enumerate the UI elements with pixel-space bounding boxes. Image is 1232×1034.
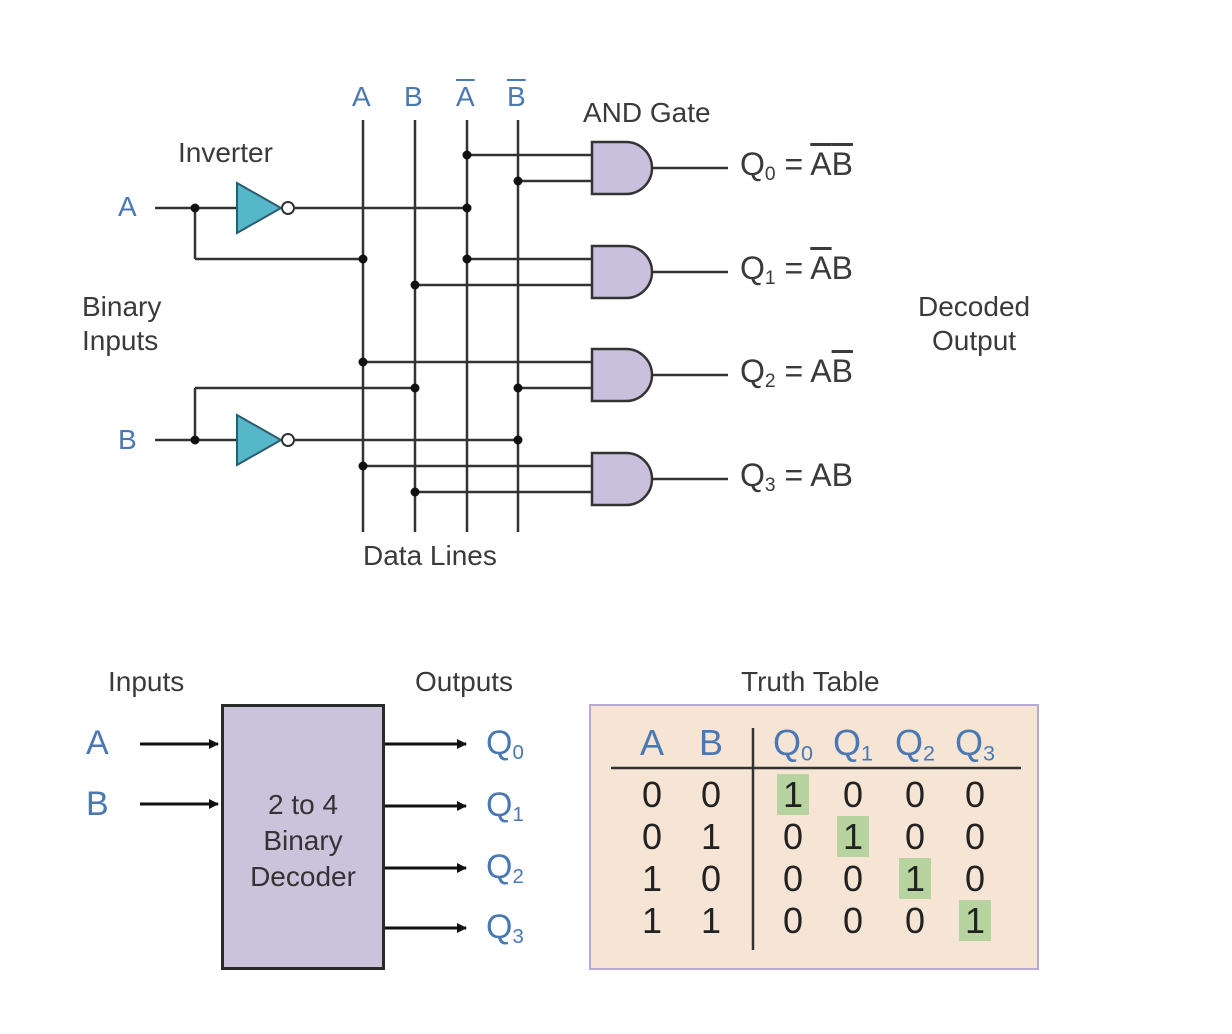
table-cell: 1	[641, 900, 663, 941]
table-cell: 0	[904, 816, 926, 857]
block-output-q0: Q0	[486, 724, 524, 765]
table-cell: 0	[700, 858, 722, 899]
table-cell: 0	[782, 858, 804, 899]
decoder-line-1: 2 to 4	[267, 789, 339, 820]
table-cell: 0	[904, 774, 926, 815]
table-cell: 0	[782, 900, 804, 941]
equation-q0: Q0 = AB	[740, 146, 853, 185]
and-gate-q0-icon	[590, 140, 654, 196]
header-b: B	[698, 722, 723, 763]
equation-q1: Q1 = AB	[740, 250, 853, 289]
decoder-line-3: Decoder	[250, 861, 356, 892]
inverter-a-icon	[236, 181, 284, 235]
block-inputs-label: Inputs	[108, 666, 185, 697]
circuit-input-b-label: B	[118, 424, 137, 455]
table-cell: 0	[842, 774, 864, 815]
header-q1: Q1	[832, 722, 874, 766]
and-gate-label: AND Gate	[583, 97, 711, 128]
table-cell: 0	[641, 774, 663, 815]
and-gate-q2-icon	[590, 347, 654, 403]
data-line-label-a-bar: A	[456, 81, 475, 112]
header-q3: Q3	[954, 722, 996, 766]
data-line-label-a: A	[352, 81, 371, 112]
table-cell-highlighted: 1	[833, 816, 873, 858]
and-gate-q3-icon	[590, 451, 654, 507]
header-q0: Q0	[772, 722, 814, 766]
binary-inputs-label: Binary Inputs	[82, 291, 162, 356]
data-lines-label: Data Lines	[363, 540, 497, 571]
truth-table: A B Q0 Q1 Q2 Q3 0 0 1 0 0 0 0 1 0 1 0 0 …	[589, 704, 1039, 970]
and-gate-q1-icon	[590, 244, 654, 300]
data-line-label-b-bar: B	[507, 81, 526, 112]
data-line-label-b: B	[404, 81, 423, 112]
equation-q2: Q2 = AB	[740, 353, 853, 392]
block-outputs-label: Outputs	[415, 666, 514, 697]
decoded-output-label: Decoded Output	[918, 291, 1031, 356]
block-output-q3: Q3	[486, 908, 524, 949]
table-cell: 0	[842, 858, 864, 899]
binary-decoder-block: 2 to 4 Binary Decoder	[221, 704, 385, 970]
table-cell-highlighted: 1	[955, 900, 995, 942]
header-q2: Q2	[894, 722, 936, 766]
block-input-b-label: B	[86, 785, 109, 823]
block-output-q2: Q2	[486, 848, 524, 889]
block-output-q1: Q1	[486, 786, 524, 827]
equation-q3: Q3 = AB	[740, 457, 853, 496]
table-cell: 1	[700, 816, 722, 857]
table-cell-highlighted: 1	[895, 858, 935, 900]
circuit-input-a-label: A	[118, 191, 137, 222]
table-cell: 0	[964, 774, 986, 815]
table-cell: 0	[964, 858, 986, 899]
table-cell-highlighted: 1	[773, 774, 813, 816]
truth-table-title: Truth Table	[741, 666, 880, 697]
table-cell: 1	[700, 900, 722, 941]
inverter-label: Inverter	[178, 137, 273, 168]
table-cell: 1	[641, 858, 663, 899]
block-input-a-label: A	[86, 724, 109, 762]
decoder-line-2: Binary	[263, 825, 343, 856]
table-cell: 0	[842, 900, 864, 941]
table-cell: 0	[964, 816, 986, 857]
inverter-b-icon	[236, 413, 284, 467]
table-cell: 0	[641, 816, 663, 857]
table-cell: 0	[700, 774, 722, 815]
table-cell: 0	[782, 816, 804, 857]
table-cell: 0	[904, 900, 926, 941]
header-a: A	[639, 722, 664, 763]
